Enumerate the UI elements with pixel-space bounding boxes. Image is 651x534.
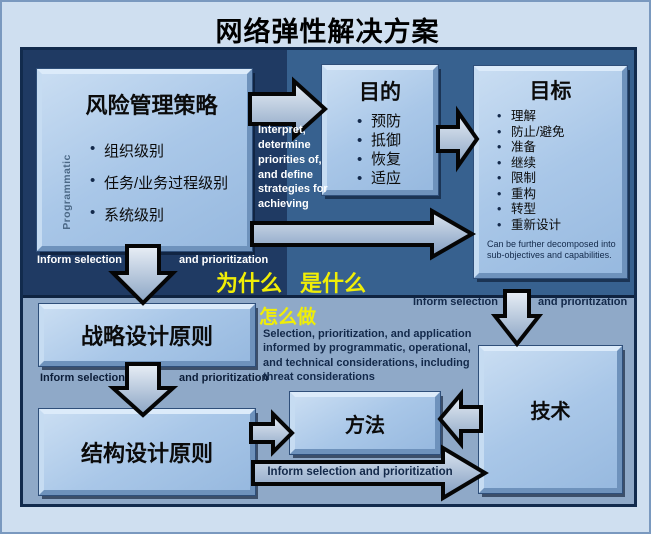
- list-item: 重新设计: [495, 218, 564, 234]
- and-prioritization-label: and prioritization: [179, 372, 269, 384]
- purpose-box-title: 目的: [359, 81, 401, 104]
- interpret-note: Interpret, determine priorities of, and …: [258, 124, 328, 211]
- technology-box: 技术: [478, 345, 623, 494]
- goal-box-note: Can be further decomposed into sub-objec…: [487, 239, 616, 261]
- list-item: 防止/避免: [495, 125, 564, 141]
- programmatic-side-label: Programmatic: [61, 154, 73, 230]
- arrow-risk-to-goal-long-icon: [250, 207, 477, 261]
- goal-box-title: 目标: [529, 80, 572, 103]
- inform-selection-label: Inform selection: [40, 372, 125, 384]
- structural-box-title: 结构设计原则: [80, 441, 213, 466]
- list-item: 预防: [355, 112, 401, 131]
- list-item: 重构: [495, 187, 564, 203]
- list-item: 组织级别: [88, 140, 228, 172]
- how-label: 怎么做: [259, 307, 317, 328]
- goal-box: 目标 理解 防止/避免 准备 继续 限制 重构 转型 重新设计 Can be f…: [473, 65, 628, 279]
- purpose-box: 目的 预防 抵御 恢复 适应: [321, 64, 439, 196]
- technology-box-title: 技术: [530, 401, 571, 423]
- risk-box-bullets: 组织级别 任务/业务过程级别 系统级别: [88, 140, 228, 236]
- and-prioritization-label: and prioritization: [179, 254, 269, 266]
- inform-selection-label: Inform selection: [37, 254, 122, 266]
- arrow-down-to-strategic-icon: [108, 244, 178, 306]
- risk-box-title: 风险管理策略: [85, 93, 218, 118]
- list-item: 准备: [495, 140, 564, 156]
- and-prioritization-label: and prioritization: [538, 296, 628, 308]
- list-item: 适应: [355, 169, 401, 188]
- selection-prioritization-note: Selection, prioritization, and applicati…: [263, 328, 472, 383]
- arrow-technology-to-method-icon: [437, 388, 483, 450]
- why-what-labels: 为什么 是什么: [216, 266, 366, 298]
- purpose-box-bullets: 预防 抵御 恢复 适应: [355, 112, 401, 188]
- strategic-box-title: 战略设计原则: [80, 324, 213, 349]
- list-item: 限制: [495, 171, 564, 187]
- arrow-risk-to-purpose-icon: [248, 76, 328, 142]
- arrow-down-to-technology-icon: [490, 289, 544, 348]
- list-item: 系统级别: [88, 204, 228, 236]
- list-item: 任务/业务过程级别: [88, 172, 228, 204]
- what-label: 是什么: [300, 271, 367, 296]
- method-box-title: 方法: [345, 414, 385, 437]
- method-box: 方法: [289, 391, 441, 455]
- why-label: 为什么: [216, 271, 283, 296]
- goal-box-bullets: 理解 防止/避免 准备 继续 限制 重构 转型 重新设计: [495, 109, 564, 233]
- list-item: 继续: [495, 156, 564, 172]
- strategic-design-principles-box: 战略设计原则: [38, 303, 256, 367]
- arrow-down-to-structural-icon: [107, 362, 179, 418]
- arrow-bottom-inform-icon: [251, 444, 489, 502]
- list-item: 恢复: [355, 150, 401, 169]
- arrow-purpose-to-goal-icon: [436, 105, 480, 173]
- arrow-structural-to-method-icon: [249, 409, 295, 457]
- list-item: 转型: [495, 202, 564, 218]
- risk-management-strategy-box: 风险管理策略 Programmatic 组织级别 任务/业务过程级别 系统级别: [36, 68, 253, 252]
- list-item: 理解: [495, 109, 564, 125]
- page-title: 网络弹性解决方案: [215, 17, 440, 47]
- inform-selection-label: Inform selection: [413, 296, 498, 308]
- inform-bottom-arrow-label: Inform selection and prioritization: [267, 466, 453, 478]
- list-item: 抵御: [355, 131, 401, 150]
- structural-design-principles-box: 结构设计原则: [38, 408, 256, 496]
